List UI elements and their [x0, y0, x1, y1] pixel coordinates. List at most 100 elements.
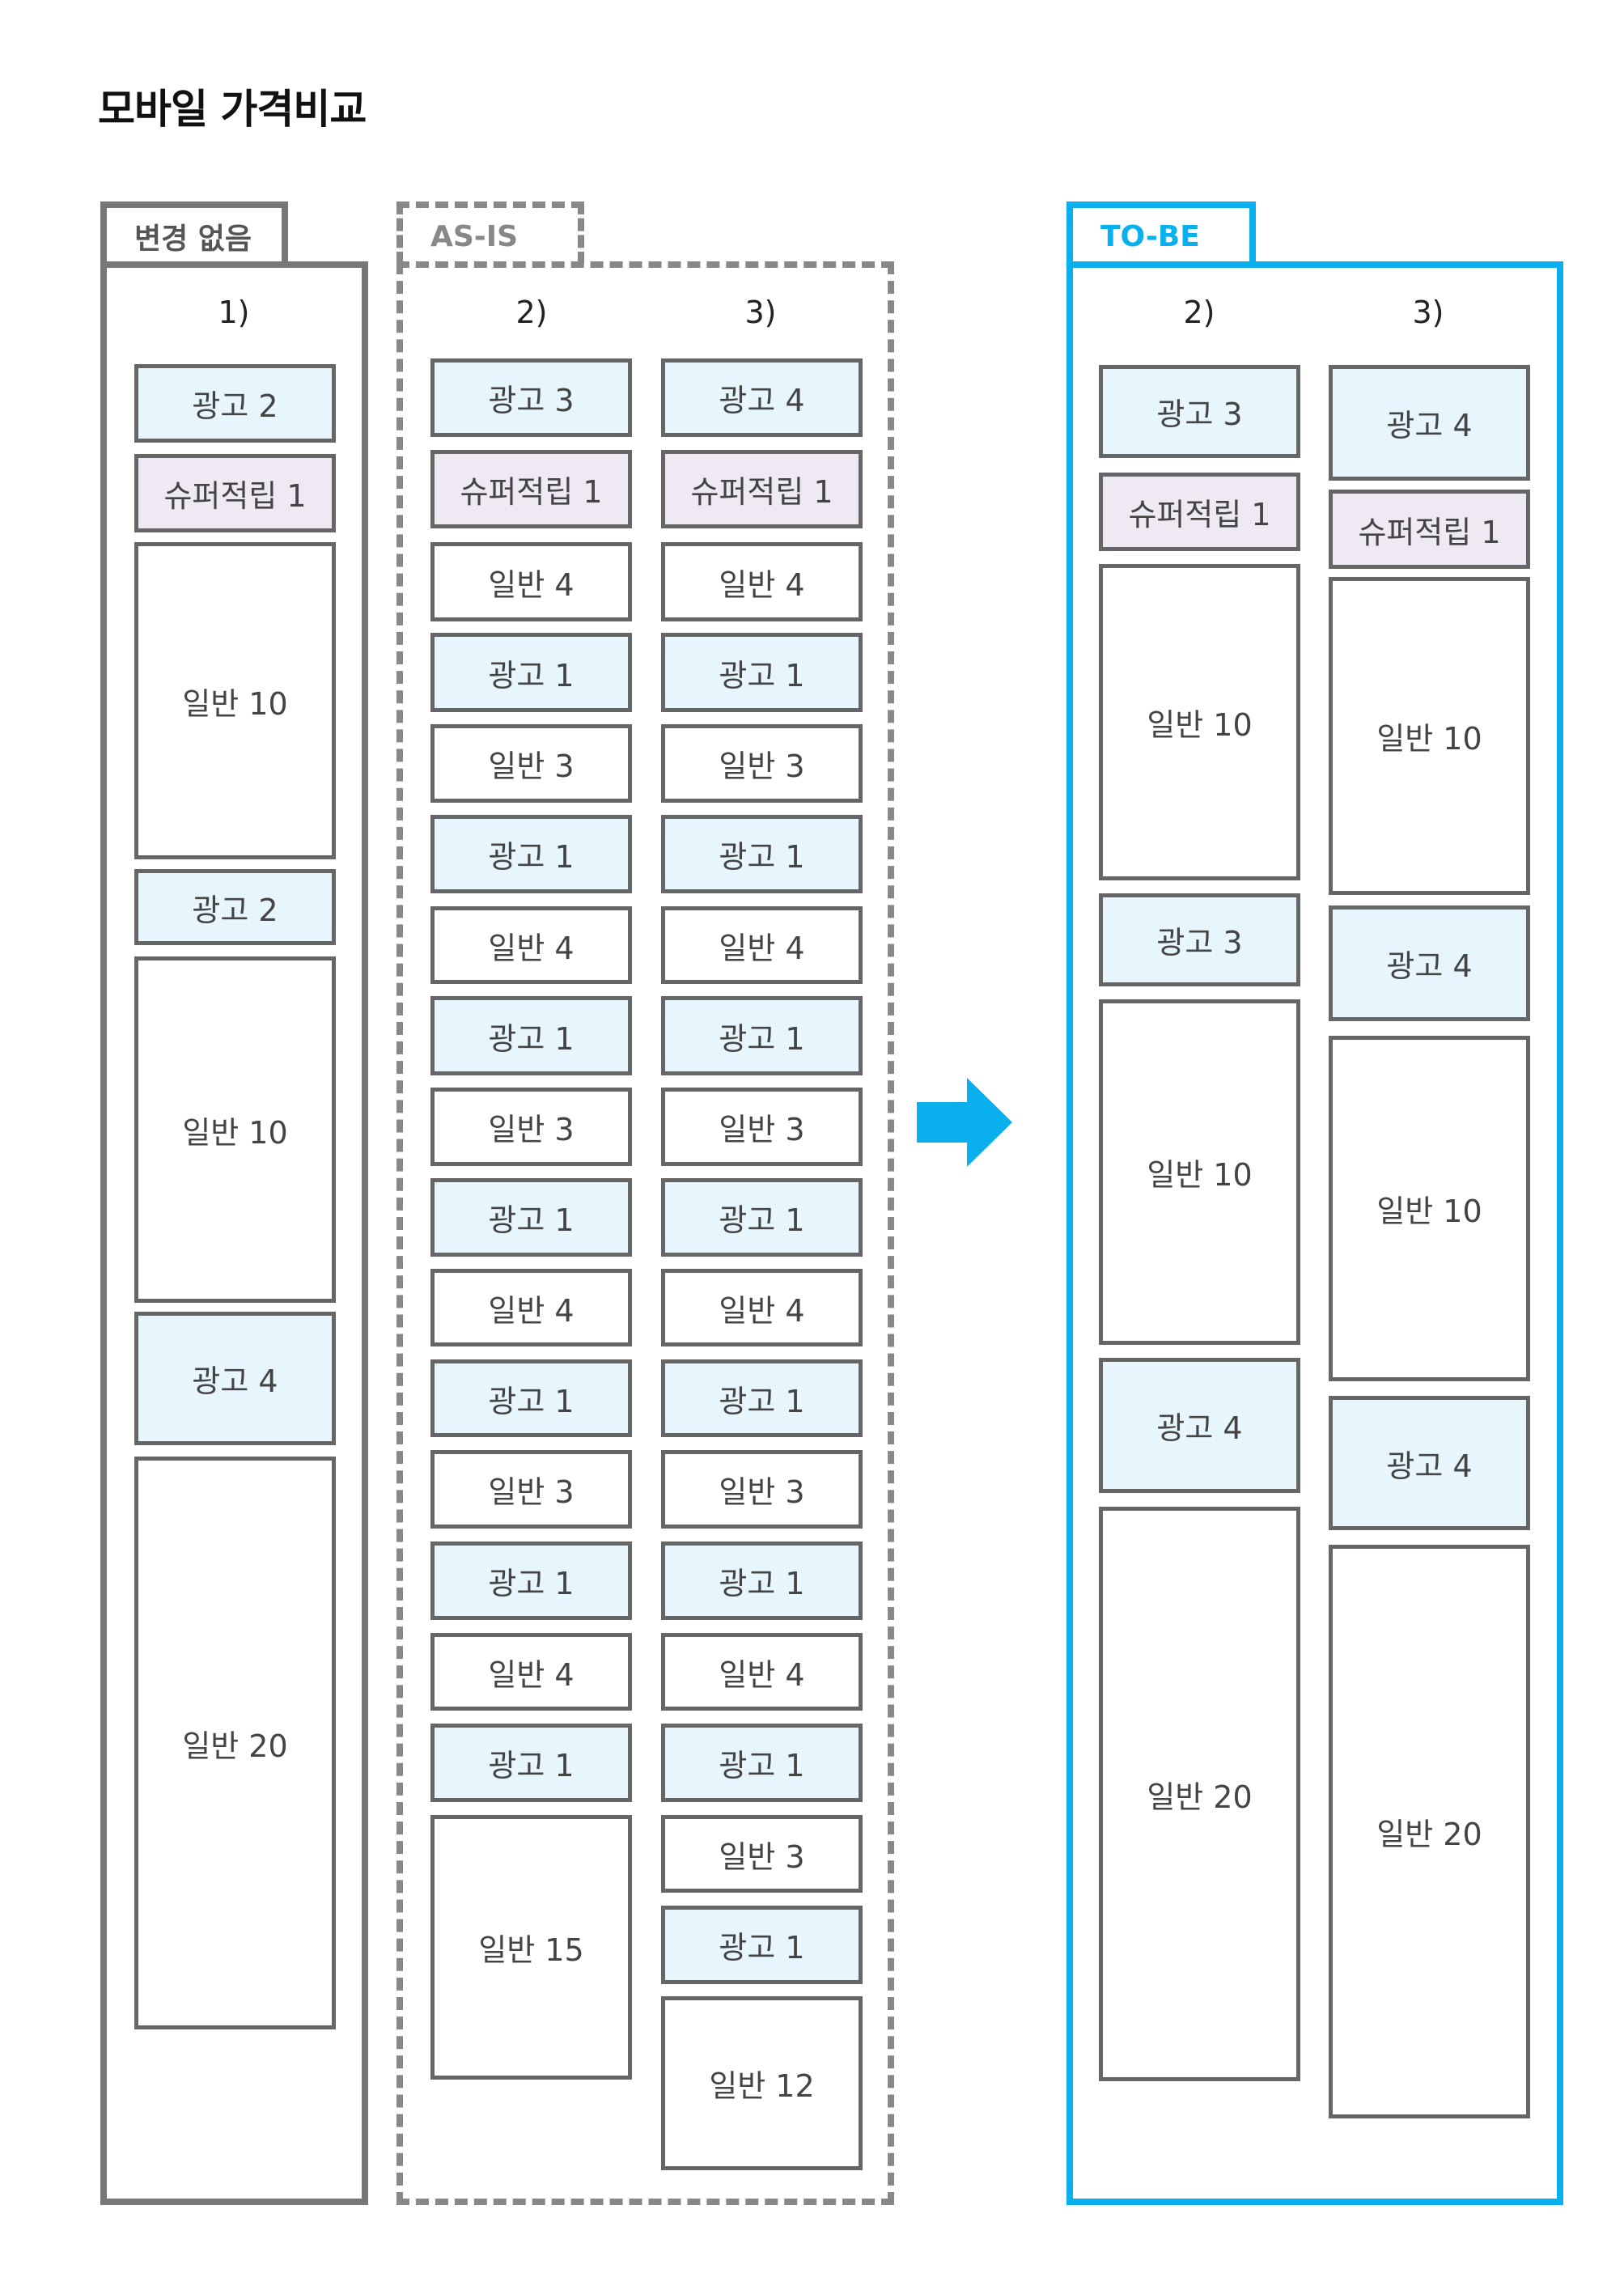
result-block-label: 광고 1 [719, 1748, 805, 1783]
result-block-label: 일반 3 [488, 1474, 575, 1510]
result-block-superpoint: 슈퍼적립 1 [134, 454, 336, 532]
column-header-to-be-3: 3) [1412, 295, 1444, 330]
result-block-general: 일반 3 [661, 1088, 863, 1166]
result-block-general: 일반 4 [661, 1269, 863, 1346]
column-header-as-is-2: 2) [515, 295, 548, 330]
result-block-label: 일반 12 [709, 2068, 815, 2104]
result-block-label: 광고 1 [719, 1930, 805, 1966]
result-block-ad: 광고 3 [1099, 893, 1300, 986]
result-block-label: 광고 1 [488, 1566, 575, 1601]
result-block-general: 일반 4 [661, 1633, 863, 1711]
tab-as-is: AS-IS [396, 201, 584, 265]
tab-to-be: TO-BE [1066, 201, 1256, 265]
result-block-ad: 광고 1 [661, 633, 863, 712]
result-block-general: 일반 4 [430, 1633, 632, 1711]
result-block-general: 일반 3 [430, 724, 632, 803]
result-block-label: 광고 4 [719, 383, 805, 418]
result-block-general: 일반 12 [661, 1996, 863, 2170]
result-block-general: 일반 4 [430, 542, 632, 621]
result-block-general: 일반 4 [430, 1269, 632, 1346]
result-block-label: 일반 4 [719, 1656, 805, 1693]
result-block-label: 광고 1 [719, 1020, 805, 1057]
result-block-label: 슈퍼적립 1 [690, 474, 833, 510]
result-block-ad: 광고 1 [661, 1541, 863, 1620]
column-header-1: 1) [218, 295, 250, 330]
result-block-ad: 광고 1 [661, 1906, 863, 1984]
result-block-ad: 광고 1 [661, 1178, 863, 1257]
result-block-ad: 광고 4 [1329, 905, 1530, 1021]
result-block-ad: 광고 1 [661, 815, 863, 893]
result-block-label: 일반 20 [182, 1728, 288, 1764]
result-block-superpoint: 슈퍼적립 1 [430, 450, 632, 528]
result-block-label: 슈퍼적립 1 [1128, 497, 1271, 532]
result-block-superpoint: 슈퍼적립 1 [1329, 490, 1530, 569]
result-block-ad: 광고 4 [661, 358, 863, 437]
result-block-ad: 광고 2 [134, 364, 336, 443]
result-block-label: 일반 3 [488, 1112, 575, 1147]
result-block-label: 일반 10 [1147, 1157, 1253, 1193]
result-block-label: 광고 4 [1386, 948, 1473, 984]
result-block-general: 일반 3 [430, 1088, 632, 1166]
result-block-ad: 광고 3 [1099, 365, 1300, 458]
result-block-ad: 광고 2 [134, 869, 336, 945]
result-block-label: 일반 20 [1147, 1779, 1253, 1815]
column-header-to-be-2: 2) [1183, 295, 1215, 330]
result-block-ad: 광고 1 [661, 1359, 863, 1437]
result-block-general: 일반 10 [1329, 1036, 1530, 1381]
panel-unchanged [100, 261, 368, 2205]
result-block-label: 일반 10 [1147, 707, 1253, 743]
result-block-general: 일반 10 [134, 956, 336, 1303]
result-block-ad: 광고 1 [430, 1178, 632, 1257]
result-block-label: 광고 4 [1386, 408, 1473, 443]
result-block-ad: 광고 1 [430, 1724, 632, 1802]
result-block-label: 광고 1 [719, 839, 805, 875]
result-block-label: 광고 1 [488, 839, 575, 875]
result-block-label: 광고 2 [192, 388, 278, 424]
result-block-label: 일반 4 [488, 1656, 575, 1693]
result-block-general: 일반 3 [430, 1450, 632, 1529]
result-block-general: 일반 20 [134, 1457, 336, 2029]
result-block-general: 일반 3 [661, 1815, 863, 1893]
result-block-label: 일반 15 [478, 1932, 584, 1968]
result-block-ad: 광고 3 [430, 358, 632, 437]
tab-unchanged: 변경 없음 [100, 201, 288, 265]
result-block-general: 일반 10 [1099, 564, 1300, 880]
result-block-label: 일반 4 [719, 930, 805, 966]
result-block-label: 광고 1 [488, 1020, 575, 1057]
page-title: 모바일 가격비교 [98, 86, 367, 133]
result-block-label: 일반 10 [182, 685, 288, 722]
result-block-label: 일반 3 [719, 1838, 805, 1875]
result-block-label: 광고 4 [1386, 1448, 1473, 1484]
result-block-ad: 광고 1 [430, 815, 632, 893]
result-block-label: 일반 4 [488, 930, 575, 966]
result-block-label: 일반 3 [488, 748, 575, 784]
result-block-label: 일반 4 [488, 566, 575, 603]
result-block-ad: 광고 1 [661, 1724, 863, 1802]
result-block-label: 일반 4 [719, 566, 805, 603]
result-block-label: 슈퍼적립 1 [1358, 514, 1501, 550]
panel-as-is [396, 261, 894, 2205]
result-block-general: 일반 3 [661, 724, 863, 803]
result-block-label: 일반 3 [719, 1474, 805, 1510]
result-block-ad: 광고 1 [430, 1359, 632, 1437]
result-block-label: 일반 4 [488, 1292, 575, 1329]
result-block-label: 일반 3 [719, 748, 805, 784]
result-block-general: 일반 4 [430, 906, 632, 984]
result-block-label: 광고 1 [488, 657, 575, 693]
result-block-label: 광고 1 [488, 1383, 575, 1419]
result-block-label: 광고 1 [488, 1202, 575, 1238]
result-block-general: 일반 20 [1099, 1507, 1300, 2081]
result-block-label: 슈퍼적립 1 [460, 474, 603, 510]
result-block-general: 일반 20 [1329, 1545, 1530, 2118]
result-block-ad: 광고 4 [134, 1312, 336, 1445]
result-block-label: 광고 4 [192, 1363, 278, 1399]
result-block-ad: 광고 1 [430, 1541, 632, 1620]
result-block-label: 일반 10 [1376, 721, 1482, 757]
result-block-label: 일반 10 [1376, 1194, 1482, 1229]
result-block-general: 일반 10 [1329, 577, 1530, 895]
result-block-label: 광고 3 [1156, 397, 1243, 432]
result-block-superpoint: 슈퍼적립 1 [661, 450, 863, 528]
column-header-as-is-3: 3) [744, 295, 777, 330]
right-arrow-icon [917, 1078, 1012, 1167]
result-block-ad: 광고 4 [1329, 365, 1530, 481]
